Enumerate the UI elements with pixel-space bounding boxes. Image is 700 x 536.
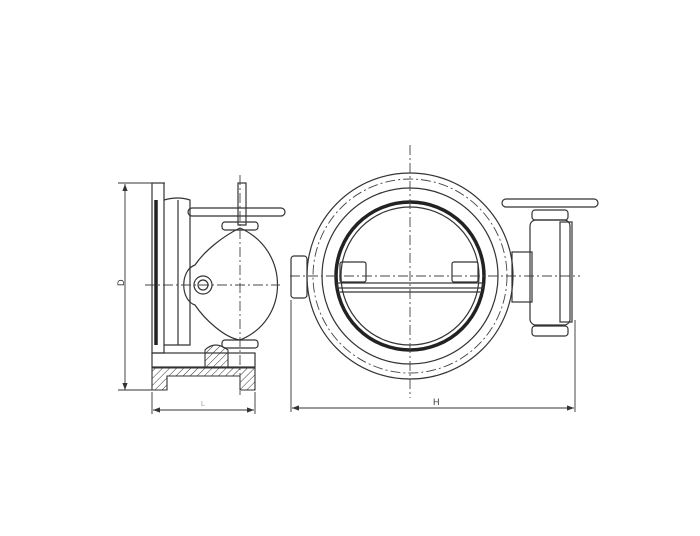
handwheel-side — [187, 207, 286, 217]
handwheel-front — [501, 198, 599, 208]
flange-plate — [151, 182, 165, 354]
side-view: D L — [116, 175, 286, 414]
gearbox-side — [183, 227, 279, 341]
dimension-l-label: L — [201, 401, 205, 408]
dimension-d-label: D — [116, 279, 126, 286]
valve-body — [163, 197, 191, 346]
dimension-h-label: H — [433, 397, 440, 407]
front-view: H — [290, 145, 599, 412]
gearbox-front — [529, 219, 571, 326]
gearbox-neck — [511, 251, 533, 303]
side-boss — [290, 255, 308, 299]
